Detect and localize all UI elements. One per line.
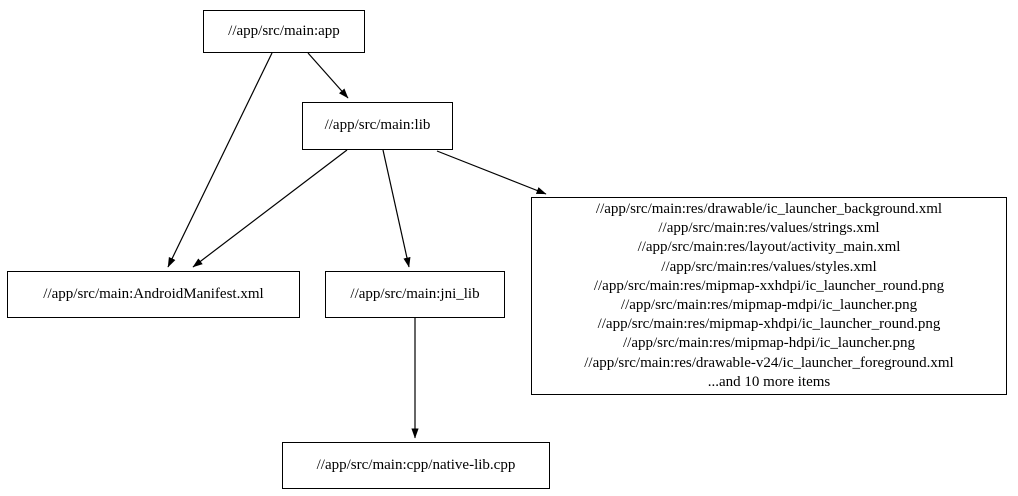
edge-lib-to-jni-lib — [382, 149, 411, 268]
node-lib: //app/src/main:lib — [302, 102, 453, 150]
node-android-manifest: //app/src/main:AndroidManifest.xml — [7, 271, 300, 318]
edge-app-to-lib — [307, 52, 349, 99]
node-native-lib-cpp: //app/src/main:cpp/native-lib.cpp — [282, 442, 550, 489]
edge-app-to-manifest — [167, 52, 273, 268]
edge-lib-to-resources — [436, 150, 547, 195]
node-resources-group: //app/src/main:res/drawable/ic_launcher_… — [531, 197, 1007, 395]
node-jni-lib: //app/src/main:jni_lib — [325, 271, 505, 318]
edge-lib-to-manifest — [192, 149, 348, 268]
node-app: //app/src/main:app — [203, 10, 365, 53]
